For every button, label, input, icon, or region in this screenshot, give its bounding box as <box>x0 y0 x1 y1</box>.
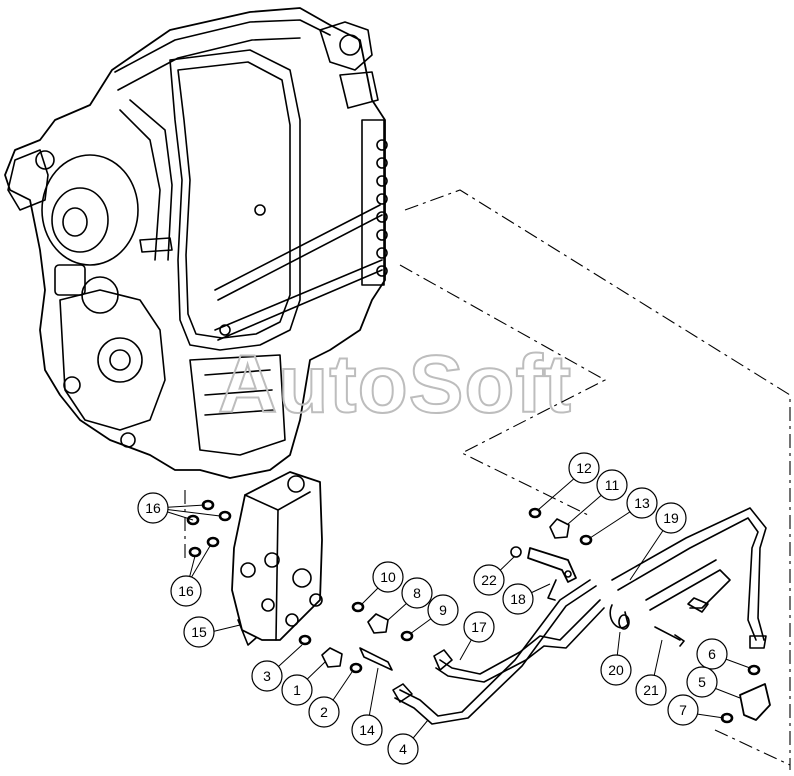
watermark-text: AutoSoft <box>218 339 572 430</box>
callout-2: 2 <box>308 696 340 728</box>
solenoid-connector-stack <box>376 139 388 277</box>
callout-17: 17 <box>463 611 495 643</box>
callout-label: 14 <box>359 722 375 738</box>
hydraulic-tube-4 <box>392 579 597 725</box>
callout-21: 21 <box>635 674 667 706</box>
callout-6: 6 <box>696 638 728 670</box>
callout-label: 15 <box>191 624 207 640</box>
callout-19: 19 <box>655 502 687 534</box>
transmission-housing <box>4 7 388 479</box>
callout-16-lower: 16 <box>170 575 202 607</box>
callout-15: 15 <box>183 616 215 648</box>
callout-label: 17 <box>471 619 487 635</box>
control-valve-body <box>231 471 323 646</box>
callout-14: 14 <box>351 714 383 746</box>
callout-label: 11 <box>605 477 620 493</box>
callout-9: 9 <box>427 594 459 626</box>
callout-5: 5 <box>686 666 718 698</box>
callout-label: 18 <box>510 591 526 607</box>
callout-label: 8 <box>413 585 421 601</box>
callout-11: 11 <box>596 469 628 501</box>
callout-10: 10 <box>372 561 404 593</box>
callout-22: 22 <box>473 564 505 596</box>
callout-12: 12 <box>568 452 600 484</box>
callout-label: 10 <box>380 569 396 585</box>
callout-label: 5 <box>698 674 706 690</box>
callout-18: 18 <box>502 583 534 615</box>
o-ring-seals <box>186 499 761 724</box>
callout-8: 8 <box>401 577 433 609</box>
callout-label: 2 <box>320 704 328 720</box>
callout-label: 19 <box>663 510 679 526</box>
routing-dash-lines <box>184 189 791 770</box>
mounting-bracket <box>527 547 577 601</box>
callout-label: 12 <box>576 460 592 476</box>
callout-20: 20 <box>600 654 632 686</box>
callout-13: 13 <box>626 487 658 519</box>
callout-label: 4 <box>399 741 407 757</box>
callout-label: 1 <box>293 682 301 698</box>
callout-label: 22 <box>481 572 497 588</box>
callout-label: 21 <box>643 682 659 698</box>
callout-label: 20 <box>608 662 624 678</box>
callout-7: 7 <box>667 694 699 726</box>
callout-label: 6 <box>708 646 716 662</box>
callout-label: 3 <box>263 668 271 684</box>
callout-label: 13 <box>634 495 650 511</box>
callout-label: 16 <box>145 500 161 516</box>
callouts: 16 16 15 3 1 2 14 4 <box>137 452 751 765</box>
callout-label: 16 <box>178 583 194 599</box>
hydraulic-tube-17 <box>433 599 605 683</box>
hydraulic-tube-19 <box>611 507 767 649</box>
callout-16-upper: 16 <box>137 492 169 524</box>
callout-4: 4 <box>387 733 419 765</box>
fittings <box>321 518 771 721</box>
callout-3: 3 <box>251 660 283 692</box>
callout-label: 7 <box>679 702 687 718</box>
callout-label: 9 <box>439 602 447 618</box>
callout-1: 1 <box>281 674 313 706</box>
